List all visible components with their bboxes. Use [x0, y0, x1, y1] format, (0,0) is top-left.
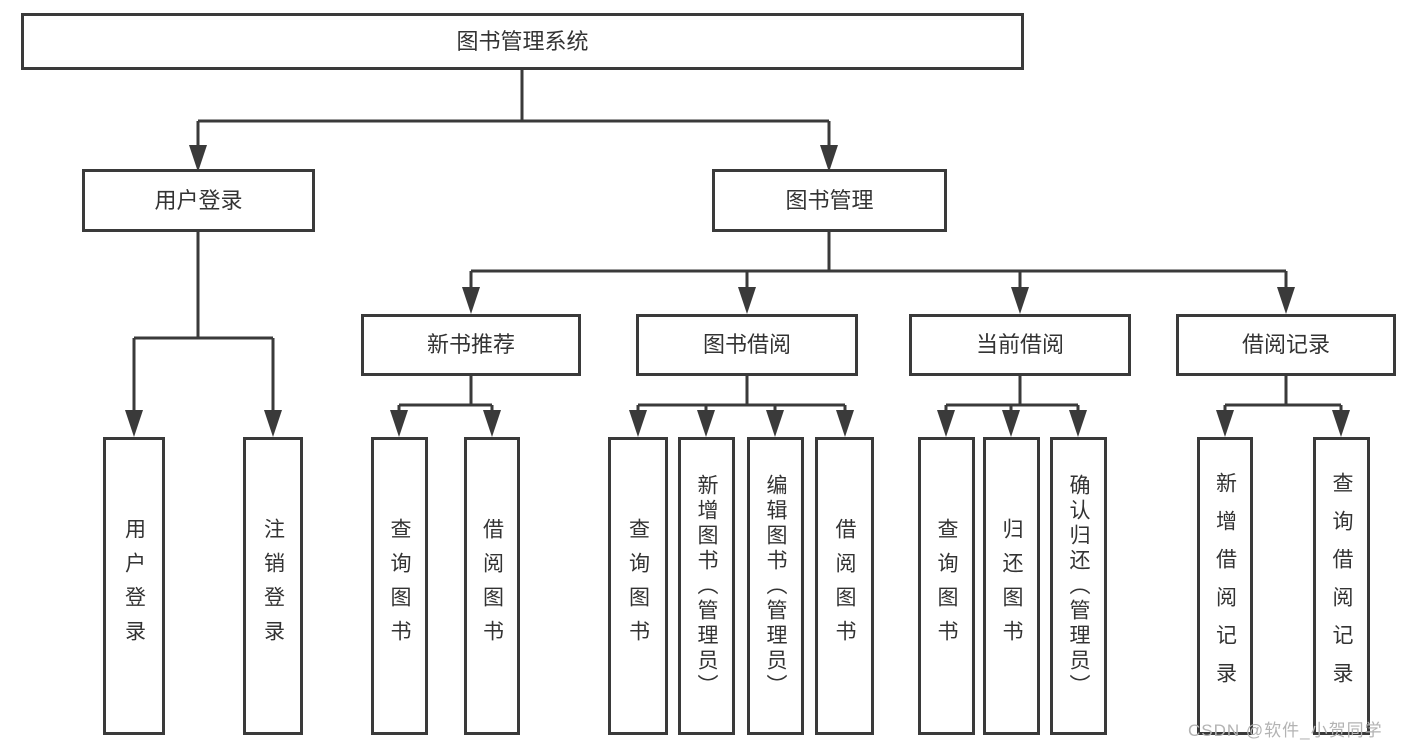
node-leaf-edit-books-admin: 编辑图书（管理员） — [747, 437, 804, 735]
node-book-management: 图书管理 — [712, 169, 947, 232]
node-leaf-query-books-1: 查询图书 — [371, 437, 428, 735]
node-user-login: 用户登录 — [82, 169, 315, 232]
node-leaf-query-books-2: 查询图书 — [608, 437, 668, 735]
node-leaf-borrow-books-1: 借阅图书 — [464, 437, 520, 735]
node-leaf-query-borrow-record: 查询借阅记录 — [1313, 437, 1370, 735]
node-leaf-return-books: 归还图书 — [983, 437, 1040, 735]
node-current-borrow: 当前借阅 — [909, 314, 1131, 376]
node-borrow-records: 借阅记录 — [1176, 314, 1396, 376]
node-leaf-add-books-admin: 新增图书（管理员） — [678, 437, 735, 735]
node-leaf-add-borrow-record: 新增借阅记录 — [1197, 437, 1253, 735]
node-leaf-user-login: 用户登录 — [103, 437, 165, 735]
connector-book-borrow-branch — [629, 376, 854, 437]
csdn-watermark: CSDN @软件_小贺同学 — [1188, 721, 1383, 740]
node-library-management-system: 图书管理系统 — [21, 13, 1024, 70]
connector-new-book-branch — [390, 376, 501, 437]
node-new-book-recommend: 新书推荐 — [361, 314, 581, 376]
connector-book-mgmt-branch — [462, 232, 1295, 314]
node-leaf-borrow-books-2: 借阅图书 — [815, 437, 874, 735]
connector-user-login-branch — [125, 232, 282, 437]
connector-current-borrow-branch — [937, 376, 1087, 437]
node-leaf-confirm-return-admin: 确认归还（管理员） — [1050, 437, 1107, 735]
connector-root-branch — [189, 70, 838, 172]
connector-borrow-records-branch — [1216, 376, 1350, 437]
node-leaf-logout: 注销登录 — [243, 437, 303, 735]
node-leaf-query-books-3: 查询图书 — [918, 437, 975, 735]
node-book-borrow: 图书借阅 — [636, 314, 858, 376]
